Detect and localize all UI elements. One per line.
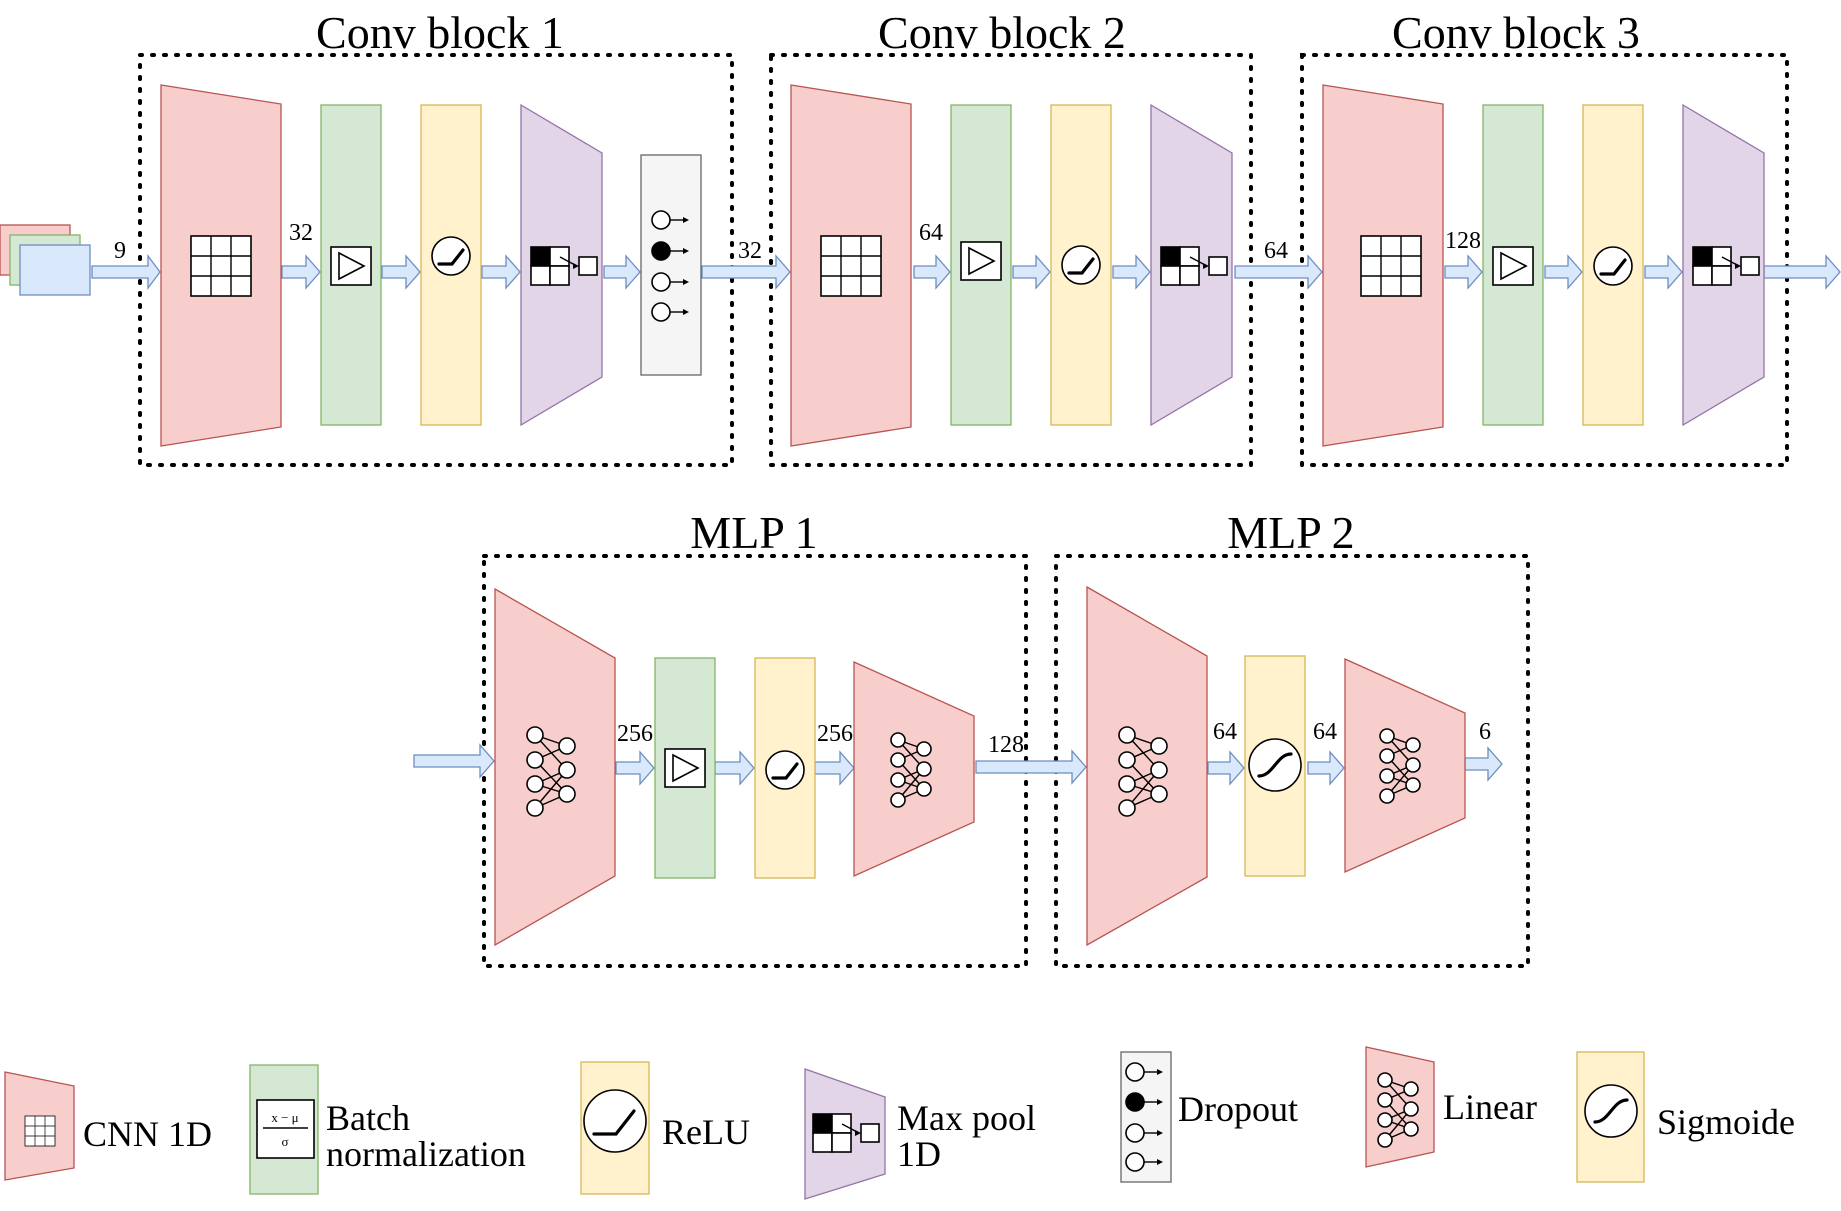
arrow-output: [1464, 746, 1503, 782]
arrow-m1-2: [714, 750, 755, 786]
dim-label-mlp2-sigmoid: 64: [1313, 719, 1337, 745]
dim-label-mlp2-linear: 64: [1213, 719, 1237, 745]
arrow-c2-2: [1012, 254, 1051, 290]
arrow-c1-1: [281, 254, 321, 290]
legend-sigmoid-label: Sigmoide: [1657, 1102, 1795, 1142]
arrow-m2-1: [1207, 750, 1245, 786]
mlp1-linear-out-layer: [853, 660, 975, 878]
dim-label-conv1: 32: [289, 220, 313, 246]
legend-batchnorm-label-line1: Batch: [326, 1098, 410, 1138]
arrow-c3-1: [1444, 254, 1483, 290]
arrow-c2-out: [1234, 254, 1323, 290]
dim-label-output: 6: [1479, 719, 1491, 745]
conv-block-1-title: Conv block 1: [316, 7, 564, 58]
conv-grid-icon: [820, 235, 882, 297]
arrow-c3-out: [1763, 254, 1841, 290]
relu-icon: [582, 1088, 648, 1154]
dim-label-dropout: 32: [738, 238, 762, 264]
mlp-1-title: MLP 1: [690, 507, 817, 558]
relu-icon: [764, 749, 806, 791]
arrow-input: [91, 254, 161, 290]
arrow-c1-3: [481, 254, 521, 290]
legend-linear-swatch: [1365, 1046, 1435, 1168]
dim-label-mlp1-out: 128: [988, 732, 1024, 758]
conv-block-1-frame: [138, 53, 734, 467]
dim-label-conv3: 128: [1445, 228, 1481, 254]
dim-label-input: 9: [114, 238, 126, 264]
dim-label-mlp1-relu: 256: [817, 721, 853, 747]
arrow-mlp-input: [413, 743, 495, 779]
arrow-c3-2: [1544, 254, 1583, 290]
conv-grid-icon: [190, 235, 252, 297]
conv-grid-icon: [24, 1115, 56, 1147]
mlp2-linear-layer: [1086, 585, 1208, 947]
input-signal-stack: [0, 224, 91, 296]
batchnorm-triangle-icon: [330, 246, 372, 286]
batchnorm-formula-numerator: x − μ: [271, 1110, 298, 1125]
legend-maxpool-label-line1: Max pool: [897, 1098, 1036, 1138]
mlp2-linear-out-layer: [1344, 657, 1466, 874]
arrow-dropout-out: [701, 254, 791, 290]
sigmoid-icon: [1247, 737, 1303, 793]
conv-grid-icon: [1360, 235, 1422, 297]
mlp-2-title: MLP 2: [1227, 507, 1354, 558]
legend-batchnorm-label-line2: normalization: [326, 1134, 526, 1174]
dim-label-pool2: 64: [1264, 238, 1288, 264]
arrow-c3-3: [1644, 254, 1683, 290]
conv-block-3-title: Conv block 3: [1392, 7, 1640, 58]
arrow-mlp1-out: [975, 749, 1087, 785]
batchnorm-formula-icon: [256, 1099, 315, 1159]
relu-icon: [1592, 245, 1634, 287]
batchnorm-formula-denominator: σ: [281, 1134, 288, 1149]
conv-block-2-title: Conv block 2: [878, 7, 1126, 58]
legend-relu-label: ReLU: [662, 1112, 750, 1152]
arrow-c1-4: [603, 254, 641, 290]
legend: CNN 1D x − μ σ Batch normalization ReLU …: [4, 1046, 1795, 1200]
arrow-c1-2: [381, 254, 421, 290]
legend-maxpool-label-line2: 1D: [897, 1134, 941, 1174]
mlp1-linear-layer: [494, 587, 616, 947]
legend-linear-label: Linear: [1443, 1087, 1537, 1127]
relu-icon: [430, 235, 472, 277]
relu-icon: [1060, 244, 1102, 286]
arrow-c2-1: [913, 254, 951, 290]
batchnorm-triangle-icon: [664, 748, 706, 788]
conv-block-3-frame: [1300, 53, 1789, 467]
sigmoid-icon: [1583, 1083, 1639, 1139]
legend-cnn-label: CNN 1D: [83, 1114, 212, 1154]
arrow-m1-3: [814, 750, 855, 786]
dim-label-conv2: 64: [919, 220, 943, 246]
arrow-c2-3: [1112, 254, 1151, 290]
batchnorm-triangle-icon: [960, 241, 1002, 281]
dropout-layer: [640, 154, 702, 376]
arrow-m1-1: [615, 750, 655, 786]
batchnorm-triangle-icon: [1492, 246, 1534, 286]
legend-dropout-label: Dropout: [1178, 1089, 1298, 1129]
arrow-m2-2: [1307, 750, 1345, 786]
dim-label-mlp1-linear: 256: [617, 721, 653, 747]
conv-block-2-frame: [769, 53, 1253, 467]
